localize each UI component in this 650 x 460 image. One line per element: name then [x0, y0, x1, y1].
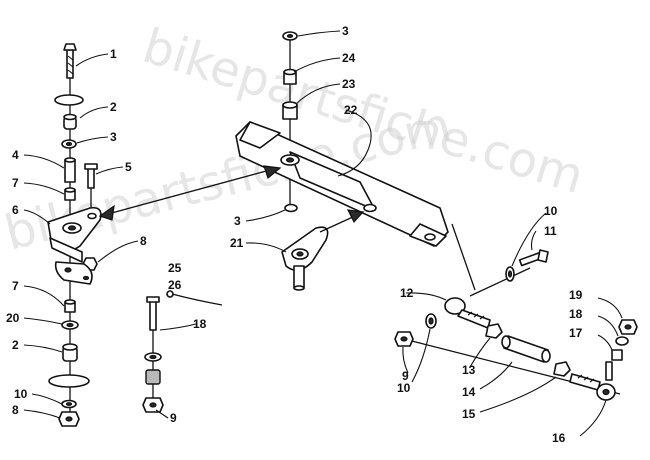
washer-part-2-upper: [54, 94, 84, 106]
spacer-middle: [145, 369, 161, 385]
tie-rod-sleeve-part-14: [501, 335, 551, 363]
washer-part-3-top: [282, 31, 298, 41]
callout-7-lower: 7: [12, 279, 19, 293]
jam-nut-part-13: [485, 323, 503, 339]
bushing-part-7-lower: [64, 299, 76, 313]
stud-right: [605, 361, 613, 381]
cross-member-part-22[interactable]: [235, 121, 449, 247]
callout-18-right: 18: [569, 307, 583, 321]
disc-washer-lower: [48, 374, 90, 388]
callout-2-lower: 2: [12, 338, 19, 352]
callout-labels: 1 2 3 4 5 7 6 8 7 20 2 10 8 25 26 18 9 3…: [6, 24, 583, 445]
callout-24: 24: [342, 51, 356, 65]
callout-23: 23: [342, 77, 356, 91]
rod-end-part-12: [444, 297, 491, 329]
nut-part-19: [618, 319, 638, 335]
washer-part-20: [61, 320, 79, 330]
arrow-bracket-to-crossmember: [98, 165, 282, 221]
tie-rod-axis: [399, 223, 621, 395]
callout-10-lower: 10: [397, 381, 411, 395]
washer-part-10-lower: [425, 313, 437, 329]
pivot-arm-part-21: [281, 226, 329, 291]
callout-8-upper: 8: [140, 234, 147, 248]
callout-3-center: 3: [234, 214, 241, 228]
arrow-arm-to-crossmember: [319, 209, 365, 233]
bushing-part-2-upper: [63, 113, 77, 130]
bushing-part-23: [282, 101, 298, 120]
callout-1: 1: [110, 47, 117, 61]
nut-part-9-right: [394, 331, 414, 347]
callout-5: 5: [125, 160, 132, 174]
callout-4: 4: [12, 148, 19, 162]
washer-part-18-middle: [144, 352, 162, 362]
callout-26: 26: [168, 278, 182, 292]
washer-part-10-left: [61, 399, 77, 409]
callout-18-middle: 18: [193, 317, 207, 331]
bolt-part-11: [518, 249, 549, 267]
callout-3-top: 3: [342, 24, 349, 38]
callout-25: 25: [168, 261, 182, 275]
washer-part-3-center: [284, 203, 298, 213]
callout-2-upper: 2: [110, 100, 117, 114]
spacer-part-4: [64, 157, 76, 183]
nut-part-9-middle: [142, 397, 164, 413]
callout-6: 6: [12, 203, 19, 217]
callout-17: 17: [569, 326, 583, 340]
callout-14: 14: [462, 385, 476, 399]
jam-nut-part-15: [553, 361, 571, 377]
callout-10-right: 10: [544, 204, 558, 218]
callout-20: 20: [6, 311, 20, 325]
callout-9-middle: 9: [170, 411, 177, 425]
cable-part-26: [166, 290, 223, 306]
callout-7-upper: 7: [12, 176, 19, 190]
bushing-part-17: [611, 349, 623, 361]
callout-11: 11: [544, 224, 557, 238]
leader-lines: [23, 30, 623, 437]
washer-part-18-right: [615, 336, 629, 346]
bushing-part-2-lower: [62, 343, 78, 362]
pivot-bracket-part-6: [47, 206, 102, 263]
callout-22: 22: [344, 103, 358, 117]
washer-part-10-right: [505, 266, 515, 282]
bushing-part-24: [283, 68, 297, 85]
callout-9-right: 9: [402, 369, 409, 383]
callout-3-left: 3: [110, 130, 117, 144]
bushing-part-7-upper: [64, 187, 76, 201]
nut-part-8-lower: [58, 411, 80, 427]
rod-end-part-16: [569, 373, 616, 401]
bolt-part-25: [146, 296, 160, 400]
callout-13: 13: [462, 363, 476, 377]
callout-16: 16: [552, 431, 566, 445]
bracket-plate-lower: [54, 261, 93, 285]
callout-19: 19: [569, 288, 583, 302]
washer-part-3-left: [61, 139, 77, 149]
callout-21: 21: [230, 236, 244, 250]
callout-10-left: 10: [14, 387, 28, 401]
callout-12: 12: [400, 286, 414, 300]
callout-15: 15: [462, 407, 476, 421]
callout-8-lower: 8: [12, 403, 19, 417]
bolt-part-1: [63, 43, 77, 79]
